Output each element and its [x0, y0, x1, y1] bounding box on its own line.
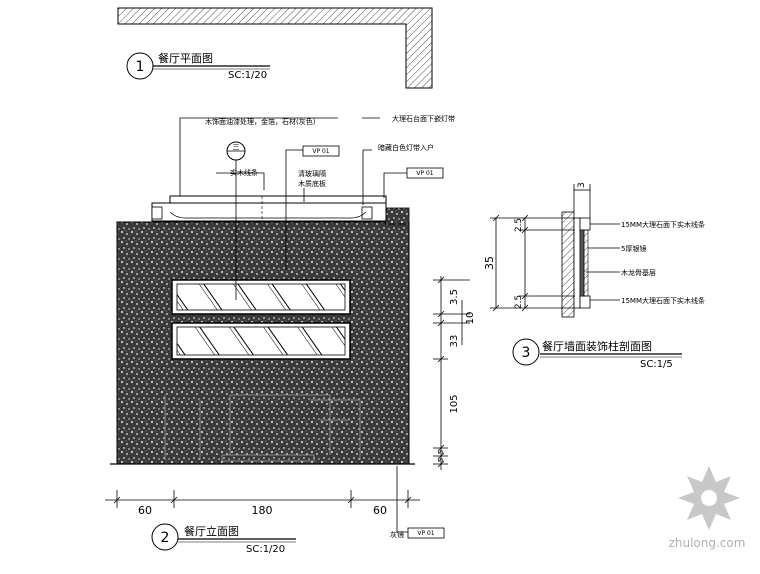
tag-vp01-c	[407, 527, 445, 539]
drawing-title-2: 餐厅立面图	[184, 524, 239, 538]
dim-right-5: 5	[437, 450, 445, 454]
title-block-2: 2 餐厅立面图 SC:1/20	[151, 523, 296, 555]
watermark-logo	[678, 466, 740, 530]
dim-bottom-right: 60	[373, 504, 387, 517]
title-block-3: 3 餐厅墙面装饰柱剖面图 SC:1/5	[512, 338, 682, 370]
dim-bottom-left: 60	[138, 504, 152, 517]
note-top-right: 大理石台面下嵌灯带	[392, 114, 455, 123]
plan-view	[117, 7, 433, 89]
drawing-number-2: 2	[161, 530, 170, 546]
drawing-number-3: 3	[522, 345, 531, 361]
section-marker: 三	[233, 143, 240, 151]
drawing-scale-3: SC:1/5	[640, 359, 673, 370]
elevation-leaders	[179, 117, 408, 533]
note-top-left: 木饰面油漆处理，金箔，石材(灰色)	[205, 117, 316, 126]
furniture-outline	[164, 394, 361, 462]
drawing-title-3: 餐厅墙面装饰柱剖面图	[542, 339, 652, 353]
dim-section-2: 2.5	[514, 218, 524, 232]
note-mid-1: 实木线条	[230, 168, 258, 177]
note-bottom: 灰镜	[390, 530, 404, 539]
dim-section-4: 2.5	[514, 295, 524, 309]
tag-vp01-a	[302, 145, 340, 157]
svg-text:VP 01: VP 01	[312, 148, 329, 155]
section-note-4: 15MM大理石面下实木线条	[621, 296, 705, 305]
drawing-number-1: 1	[136, 59, 145, 75]
dim-right-6: 5	[437, 458, 445, 462]
drawing-title-1: 餐厅平面图	[158, 51, 213, 65]
drawing-scale-1: SC:1/20	[228, 70, 267, 81]
dim-bottom-center: 180	[252, 504, 273, 517]
watermark-text: zhulong.com	[669, 536, 746, 550]
note-right-2: 暗藏白色灯带入户	[378, 143, 434, 152]
dim-right-3: 33	[449, 335, 460, 348]
dimension-right	[433, 276, 470, 470]
section-note-3: 木龙骨基层	[621, 268, 656, 277]
dim-right-4: 105	[449, 394, 460, 413]
section-dimensions	[490, 184, 591, 312]
dim-right-1: 3.5	[449, 289, 460, 305]
dim-section-1: 3	[577, 182, 587, 188]
dim-right-2: 10	[465, 312, 476, 325]
drawing-number-circle	[151, 523, 179, 551]
section-view	[561, 211, 591, 318]
note-mid-2a: 清玻璃隔	[298, 169, 326, 178]
cornice	[169, 195, 387, 204]
elevation-view	[110, 195, 415, 465]
title-block-1: 1 餐厅平面图 SC:1/20	[126, 51, 270, 81]
tag-vp01-b	[406, 167, 444, 179]
drawing-scale-2: SC:1/20	[246, 544, 285, 555]
note-mid-2b: 木质底板	[298, 179, 326, 188]
dimension-bottom	[105, 490, 420, 508]
section-leaders	[586, 223, 620, 301]
drawing-number-circle	[512, 338, 540, 366]
dim-section-3: 35	[483, 256, 496, 270]
section-note-2: 5厚银镜	[621, 244, 646, 253]
section-note-1: 15MM大理石面下实木线条	[621, 220, 705, 229]
elevation-annotations: 木饰面油漆处理，金箔，石材(灰色) 大理石台面下嵌灯带 暗藏白色灯带入户 实木线…	[205, 114, 455, 539]
svg-text:VP 01: VP 01	[416, 170, 433, 177]
svg-text:VP 01: VP 01	[417, 530, 434, 537]
